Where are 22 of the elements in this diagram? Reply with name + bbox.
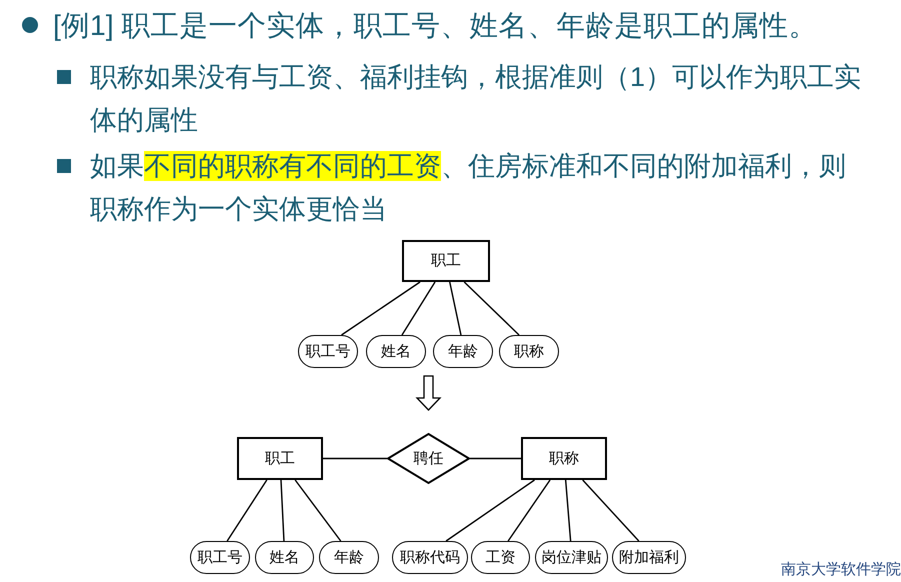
bullet-text: 职称如果没有与工资、福利挂钩，根据准则（1）可以作为职工实体的属性 (90, 61, 862, 137)
connector-line (470, 458, 521, 460)
connector-line (323, 458, 387, 460)
bullet-text: [例1] 职工是一个实体，职工号、姓名、年龄是职工的属性。 (53, 9, 819, 44)
connector-line (449, 282, 462, 336)
connector-line (464, 282, 520, 336)
bullet-text: 如果不同的职称有不同的工资、住房标准和不同的附加福利，则职称作为一个实体更恰当 (90, 150, 847, 226)
connector-line (508, 480, 551, 542)
connector-line (280, 480, 285, 542)
connector-line (226, 480, 268, 542)
connector-line (341, 281, 420, 336)
relationship-diamond: 聘任 (387, 433, 470, 484)
connector-line (582, 480, 640, 542)
connector-line (294, 480, 342, 542)
entity-box: 职工 (402, 240, 490, 282)
institution-name: 南京大学软件学院 (781, 561, 901, 579)
block-arrow (415, 375, 442, 411)
connector-line (401, 282, 436, 336)
entity-box: 职工 (237, 437, 323, 480)
connector-line (564, 480, 572, 542)
connector-line (446, 479, 535, 542)
entity-box: 职称 (521, 437, 607, 480)
